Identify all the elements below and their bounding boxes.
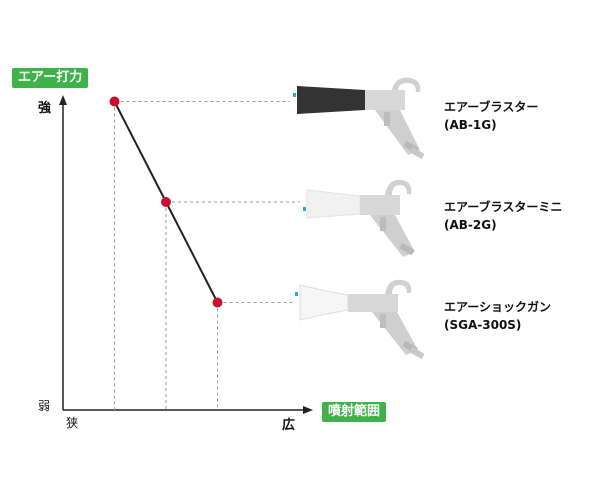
- product-label-ab-2g: エアーブラスターミニ (AB-2G): [444, 198, 562, 234]
- air-shock-gun-icon: [295, 279, 425, 360]
- data-point-ab-2g: [161, 197, 171, 207]
- y-axis-arrow: [59, 95, 67, 105]
- chart-marks: [109, 96, 300, 410]
- product-model: (AB-1G): [444, 118, 497, 132]
- product-model: (AB-2G): [444, 218, 497, 232]
- x-axis-low-label: 狭: [66, 416, 79, 430]
- product-name: エアーショックガン: [444, 300, 552, 314]
- product-label-ab-1g: エアーブラスター (AB-1G): [444, 98, 538, 134]
- product-model: (SGA-300S): [444, 318, 522, 332]
- product-name: エアーブラスターミニ: [444, 200, 563, 214]
- x-axis-arrow: [303, 406, 313, 414]
- data-point-sga-300s: [212, 297, 223, 308]
- x-axis-badge: 噴射範囲: [322, 402, 387, 422]
- y-axis-high-label: 強: [38, 101, 52, 116]
- y-axis-badge: エアー打力: [12, 68, 89, 88]
- data-point-ab-1g: [109, 96, 120, 107]
- air-blaster-mini-gun-icon: [303, 179, 415, 257]
- product-label-sga-300s: エアーショックガン (SGA-300S): [444, 298, 551, 334]
- x-axis-high-label: 広: [282, 418, 296, 433]
- y-axis-low-label: 弱: [38, 399, 51, 413]
- air-blaster-gun-icon: [293, 77, 425, 160]
- product-name: エアーブラスター: [444, 100, 539, 114]
